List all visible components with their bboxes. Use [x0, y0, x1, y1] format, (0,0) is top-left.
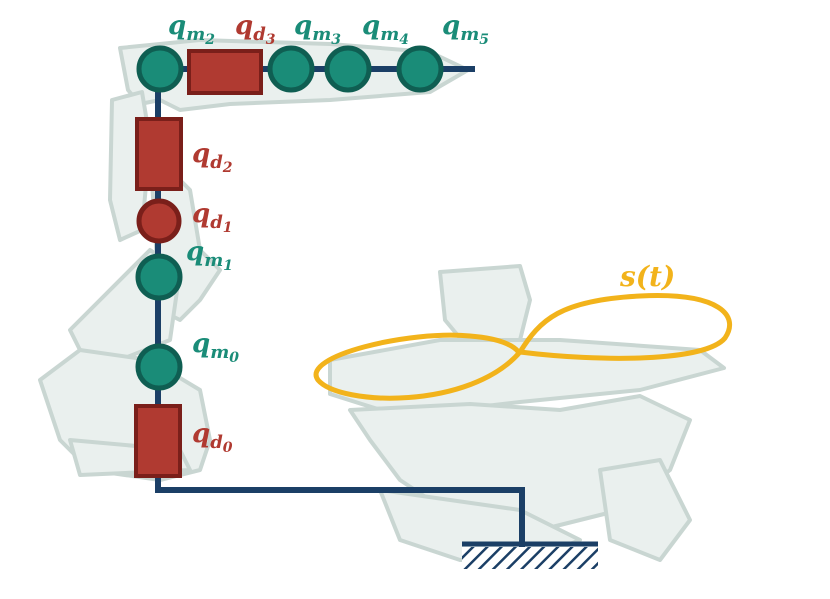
label-q-m0: qm0	[192, 329, 239, 366]
motor-joint-m4	[324, 45, 372, 93]
motor-joint-m5	[396, 45, 444, 93]
label-q-d1: qd1	[192, 199, 233, 236]
trajectory-label: s(t)	[619, 260, 675, 293]
label-q-d0: qd0	[192, 419, 233, 456]
motor-joint-m3	[267, 45, 315, 93]
label-q-m2: qm2	[168, 11, 215, 48]
motor-joint-m1	[135, 253, 183, 301]
label-q-d2: qd2	[192, 139, 233, 176]
trajectory-curve	[313, 293, 732, 401]
damper-joint-d0	[134, 404, 182, 478]
motor-joint-m0	[135, 343, 183, 391]
label-q-m4: qm4	[362, 11, 409, 48]
damper-joint-d2	[135, 117, 183, 191]
damper-joint-d1	[136, 198, 182, 244]
positioner-table-silhouette-icon	[328, 264, 726, 562]
motor-joint-m2	[136, 45, 184, 93]
label-q-d3: qd3	[235, 11, 276, 48]
hatched-ground-icon	[462, 541, 598, 569]
damper-joint-d3	[187, 49, 263, 95]
label-q-m5: qm5	[442, 11, 489, 48]
label-q-m3: qm3	[294, 11, 341, 48]
label-q-m1: qm1	[186, 237, 233, 274]
